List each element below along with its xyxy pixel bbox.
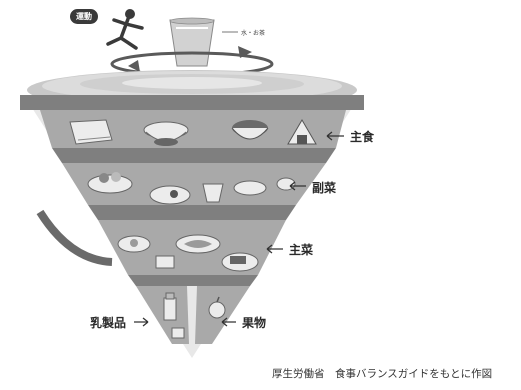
noodle-bowl-icon [231, 120, 269, 140]
tier-label-dairy: 乳製品 [90, 316, 127, 330]
vegetable-dish-icon [149, 185, 191, 205]
tier-fukusai [62, 163, 326, 205]
bread-icon [69, 119, 113, 145]
source-caption: 厚生労働省 食事バランスガイドをもとに作図 [272, 368, 493, 380]
milk-bottle-icon [163, 292, 177, 321]
fish-dish-icon [175, 234, 221, 254]
exercise-badge-label: 運動 [76, 12, 92, 21]
water-label: 水・お茶 [241, 30, 266, 37]
label-arrows [134, 131, 344, 327]
apple-icon [208, 296, 226, 319]
band-4 [128, 275, 258, 286]
meat-dish-icon [221, 252, 259, 272]
arc-band [36, 209, 113, 266]
egg-dish-icon [117, 235, 151, 253]
onigiri-icon [287, 119, 317, 145]
band-top [20, 95, 364, 110]
tier-shushoku [40, 110, 346, 148]
soup-cup-icon [202, 183, 224, 203]
glass-icon [169, 17, 215, 67]
rice-bowl-icon [143, 121, 189, 146]
runner-icon [106, 9, 144, 50]
band-2 [52, 148, 336, 163]
exercise-badge: 運動 [70, 9, 98, 24]
salad-icon [87, 172, 133, 194]
tofu-icon [155, 255, 175, 269]
band-3 [88, 205, 296, 220]
tier-label-shusai: 主菜 [289, 243, 314, 257]
tier-label-shushoku: 主食 [350, 130, 375, 144]
tier-label-fukusai: 副菜 [312, 181, 337, 195]
side-dish-icon [233, 180, 267, 196]
cheese-icon [171, 327, 185, 339]
tier-label-fruit: 果物 [242, 316, 267, 330]
